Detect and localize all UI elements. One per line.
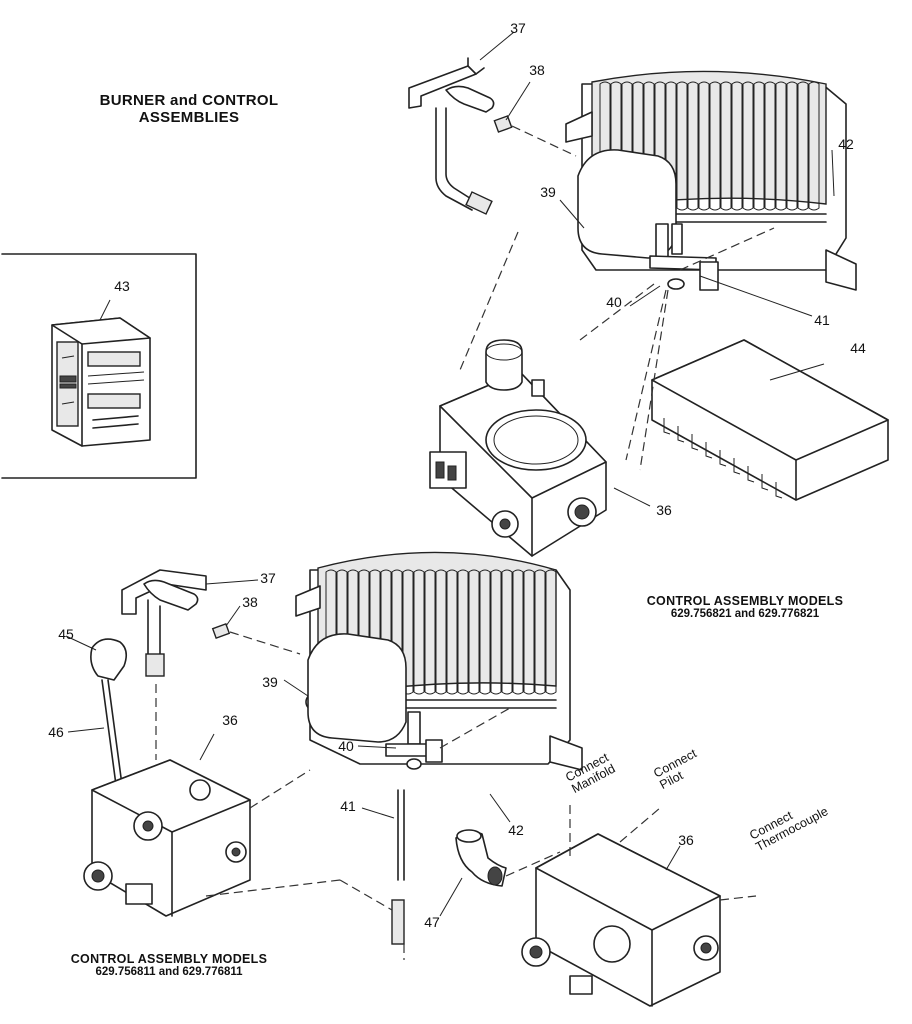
part-pilot-tube-upper (435, 85, 495, 215)
inset-frame (1, 253, 197, 479)
part-47-elbow (455, 829, 561, 887)
callout-41-lower: 41 (340, 798, 356, 814)
callout-36-lower: 36 (222, 712, 238, 728)
lower-caption: CONTROL ASSEMBLY MODELS 629.756811 and 6… (36, 952, 302, 980)
callout-46: 46 (48, 724, 64, 740)
lower-caption-heading: CONTROL ASSEMBLY MODELS (70, 952, 268, 966)
callout-37-lower: 37 (260, 570, 276, 586)
title-line-2: ASSEMBLIES (138, 109, 240, 127)
title-line-1: BURNER and CONTROL (99, 92, 279, 109)
part-40-41-upper-pilot (649, 223, 775, 291)
callout-40-lower: 40 (338, 738, 354, 754)
callout-42-lower: 42 (508, 822, 524, 838)
lower-caption-models: 629.756811 and 629.776811 (95, 966, 243, 979)
callout-41-upper: 41 (814, 312, 830, 328)
callout-43: 43 (114, 278, 130, 294)
part-38-lower-orifice (211, 623, 301, 655)
part-45-46-lower-knob-cable (90, 638, 128, 801)
part-36-right-gas-valve (521, 800, 757, 1007)
part-37-upper-bracket (408, 57, 485, 109)
part-40-lower-pilot (385, 707, 511, 770)
callout-38-lower: 38 (242, 594, 258, 610)
upper-caption: CONTROL ASSEMBLY MODELS 629.756821 and 6… (612, 594, 878, 622)
part-pilot-tube-lower (143, 579, 199, 677)
part-44-upper-panel (651, 339, 889, 501)
callout-37-upper: 37 (510, 20, 526, 36)
part-42-lower-burner (295, 551, 583, 771)
diagram-title: BURNER and CONTROL ASSEMBLIES (60, 92, 318, 127)
callout-47: 47 (424, 914, 440, 930)
part-41-lower-thermocouple (391, 789, 405, 960)
callout-39-lower: 39 (262, 674, 278, 690)
upper-caption-models: 629.756821 and 629.776821 (670, 608, 820, 621)
callout-45: 45 (58, 626, 74, 642)
part-36-lower-gas-valve (83, 684, 393, 917)
part-38-upper-orifice (493, 115, 577, 157)
callout-40-upper: 40 (606, 294, 622, 310)
callout-39-upper: 39 (540, 184, 556, 200)
callout-42-upper: 42 (838, 136, 854, 152)
part-42-upper-burner (565, 70, 857, 291)
callout-44: 44 (850, 340, 866, 356)
leader-lines (65, 31, 835, 917)
part-36-upper-gas-valve (429, 231, 669, 557)
part-43-remote-housing (51, 317, 151, 447)
callout-38-upper: 38 (529, 62, 545, 78)
callout-36-upper: 36 (656, 502, 672, 518)
callout-36-right: 36 (678, 832, 694, 848)
upper-caption-heading: CONTROL ASSEMBLY MODELS (646, 594, 844, 608)
